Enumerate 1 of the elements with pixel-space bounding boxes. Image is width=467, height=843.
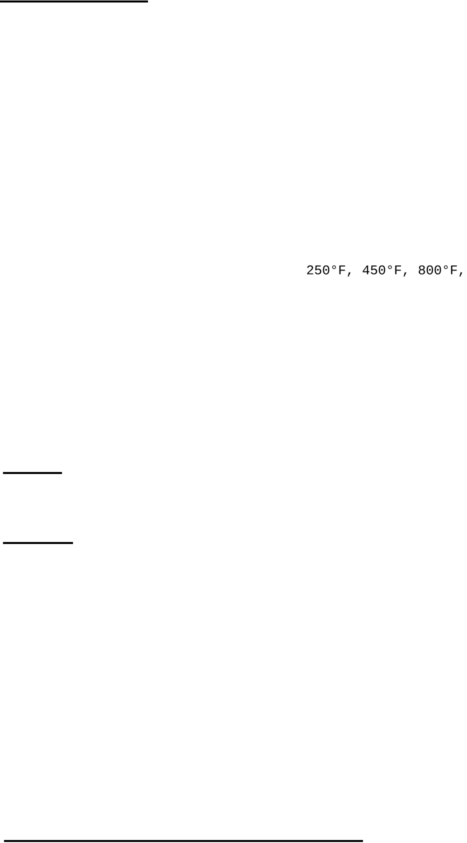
- temperature-list: 250°F, 450°F, 800°F,: [307, 265, 462, 277]
